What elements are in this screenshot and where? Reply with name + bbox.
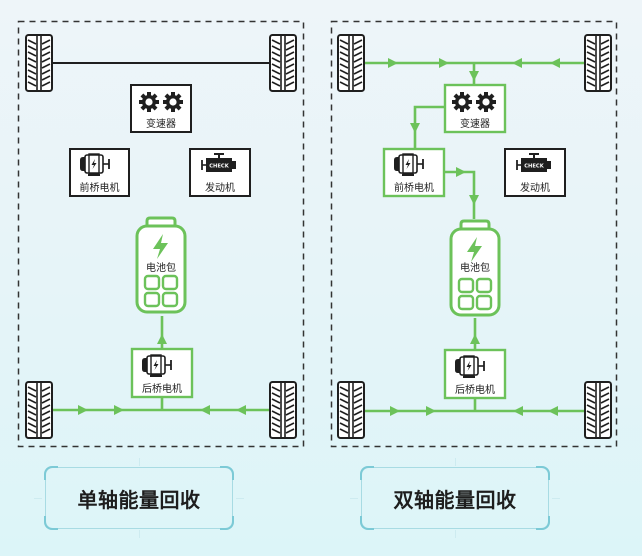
flow-arrow-icon [469, 71, 479, 81]
title-dual-axle-text: 双轴能量回收 [393, 487, 517, 512]
transmission-label: 变速器 [460, 117, 490, 130]
transmission-label: 变速器 [146, 117, 176, 130]
engine-label: 发动机 [205, 181, 235, 194]
tire-icon [337, 34, 365, 92]
flow-arrow-icon [550, 58, 560, 68]
front-motor-label: 前桥电机 [394, 181, 434, 194]
gear-icon [452, 92, 472, 112]
panel-border [17, 20, 305, 448]
tire-icon [269, 34, 297, 92]
battery-label: 电池包 [460, 261, 490, 274]
flow-arrow-icon [513, 406, 523, 416]
flow-arrow-icon [410, 123, 420, 133]
panel-single-axle: 变速器 前桥电机 发动机 电池包 后桥电机 [17, 20, 305, 448]
panel-border [330, 20, 618, 448]
flow-arrow-icon [426, 406, 436, 416]
flow-arrow-icon [548, 406, 558, 416]
title-single-axle-text: 单轴能量回收 [77, 487, 201, 512]
gear-icon [476, 92, 496, 112]
flow-arrow-icon [439, 58, 449, 68]
flow-arrow-icon [456, 167, 466, 177]
battery-pack: 电池包 [135, 216, 187, 314]
rear-motor-label: 后桥电机 [142, 382, 182, 395]
flow-arrow-icon [469, 195, 479, 205]
rear-motor-label: 后桥电机 [455, 383, 495, 396]
gear-icon [139, 92, 159, 112]
tire-icon [269, 381, 297, 439]
rear-motor-box: 后桥电机 [443, 348, 507, 400]
flow-arrow-icon [236, 405, 246, 415]
flow-arrow-icon [388, 58, 398, 68]
front-motor-box: 前桥电机 [69, 148, 130, 197]
flow-arrow-icon [157, 334, 167, 344]
battery-pack: 电池包 [449, 219, 501, 317]
rear-motor-box: 后桥电机 [130, 347, 194, 399]
gear-icon [163, 92, 183, 112]
front-motor-label: 前桥电机 [80, 181, 120, 194]
battery-label: 电池包 [146, 261, 176, 274]
transmission-box: 变速器 [443, 83, 507, 134]
title-dual-axle: 双轴能量回收 [350, 458, 560, 538]
tire-icon [25, 34, 53, 92]
tire-icon [337, 381, 365, 439]
panel-dual-axle: 变速器 前桥电机 发动机 电池包 后桥电机 [330, 20, 618, 448]
flow-arrow-icon [470, 334, 480, 344]
flow-arrow-icon [512, 58, 522, 68]
flow-arrow-icon [114, 405, 124, 415]
engine-label: 发动机 [520, 181, 550, 194]
tire-icon [584, 34, 612, 92]
tire-icon [25, 381, 53, 439]
flow-arrow-icon [390, 406, 400, 416]
transmission-box: 变速器 [130, 84, 192, 133]
flow-arrow-icon [78, 405, 88, 415]
title-single-axle: 单轴能量回收 [34, 458, 244, 538]
front-motor-box: 前桥电机 [382, 147, 446, 198]
engine-box: 发动机 [504, 148, 566, 197]
engine-box: 发动机 [189, 148, 251, 197]
tire-icon [584, 381, 612, 439]
flow-arrow-icon [200, 405, 210, 415]
